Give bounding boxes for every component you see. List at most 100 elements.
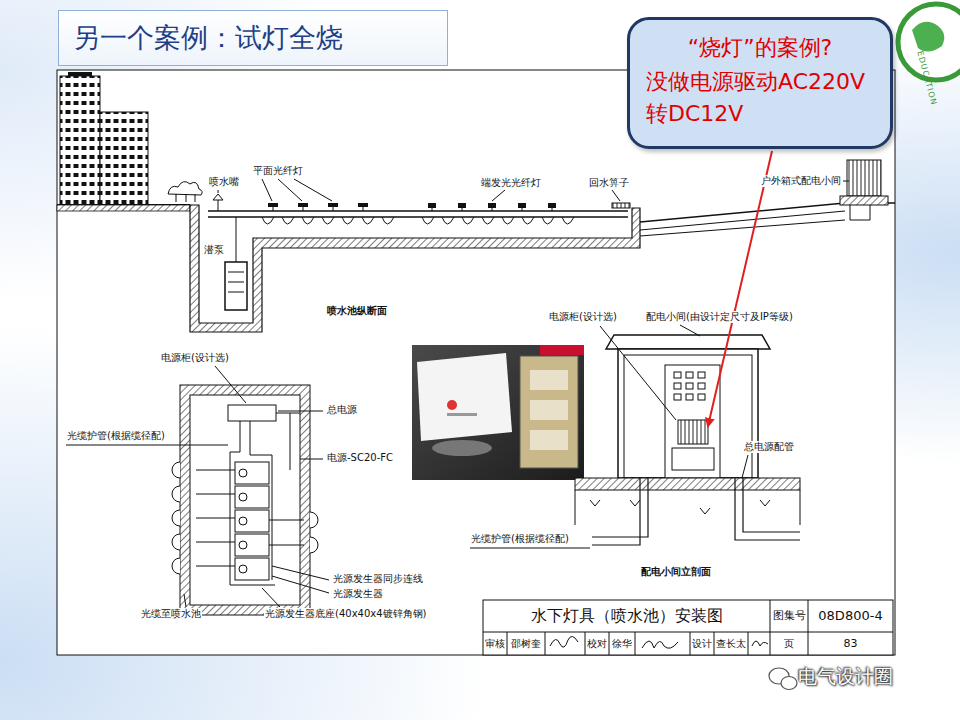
- power-cabinet-plan: [228, 405, 276, 421]
- product-photo: [412, 345, 584, 480]
- generator-ports: [239, 541, 247, 549]
- title-block: [483, 600, 893, 655]
- leader-line: [262, 179, 332, 201]
- leader-line: [492, 190, 505, 201]
- callout-box: “烧灯”的案例?没做电源驱动AC220V 转DC12V: [627, 17, 893, 149]
- drawing-label: 户外箱式配电小间: [760, 175, 842, 187]
- wechat-icon: [769, 668, 797, 690]
- drawing-label: 喷水嘴: [208, 176, 240, 188]
- logo: [912, 22, 944, 52]
- distribution-kiosk: [672, 448, 714, 470]
- distribution-kiosk: [686, 383, 693, 389]
- leader-line: [272, 576, 329, 593]
- fiber-lights: [428, 203, 436, 208]
- distribution-kiosk: [665, 365, 720, 478]
- leader-line: [184, 594, 186, 607]
- drawing-label: 电源柜(设计选): [160, 352, 230, 364]
- title-box: 另一个案例：试灯全烧: [58, 10, 448, 66]
- wechat-icon: [781, 677, 797, 690]
- leader-line: [612, 190, 620, 201]
- fiber-lights: [548, 203, 556, 208]
- callout-body: 没做电源驱动AC220V 转DC12V: [646, 66, 868, 130]
- fiber-lights: [268, 203, 278, 207]
- product-photo: [540, 345, 584, 355]
- product-photo: [530, 430, 568, 450]
- leader-line: [470, 548, 590, 549]
- leader-line: [742, 455, 748, 478]
- drawing-label: 喷水池纵断面: [326, 305, 388, 317]
- distribution-kiosk: [686, 372, 693, 378]
- light-generators: [235, 534, 269, 556]
- product-photo: [412, 345, 584, 480]
- title-block-cell: 邵树奎: [507, 632, 545, 655]
- building: [100, 112, 148, 205]
- product-photo: [520, 356, 578, 468]
- outdoor-box: [847, 160, 881, 196]
- sheet-frame: [57, 70, 895, 655]
- watermark: 电气设计圈: [798, 665, 893, 688]
- drawing-label: 总电源: [326, 404, 358, 416]
- pump: [225, 262, 247, 310]
- box-base: [840, 196, 888, 205]
- ground-slab: [57, 205, 190, 211]
- title-block: [483, 600, 893, 655]
- building: [60, 76, 100, 205]
- fiber-lights: [298, 203, 308, 207]
- callout-arrow: [708, 151, 772, 426]
- drawing-label: 光源发生器同步连线: [332, 573, 424, 585]
- pit-outer: [180, 385, 310, 615]
- fiber-lights: [358, 203, 368, 207]
- generator-ports: [239, 517, 247, 525]
- title-block-cell: 校对: [585, 632, 609, 655]
- building: [60, 72, 148, 205]
- distribution-kiosk: [674, 372, 705, 400]
- fiber-lights: [458, 203, 466, 208]
- title-block-cell: 审核: [483, 632, 507, 655]
- leader-line: [262, 588, 280, 607]
- title-block-cell: 查长太: [714, 632, 748, 655]
- product-photo: [432, 440, 492, 456]
- title-block-cell: 水下灯具（喷水池）安装图: [483, 600, 770, 632]
- ground-ramp: [640, 203, 895, 222]
- light-generators: [235, 462, 269, 580]
- product-photo: [530, 400, 568, 420]
- drawing-label: 回水箅子: [588, 177, 630, 189]
- title-block-cell: 图集号: [770, 600, 808, 632]
- drawing-label: 配电小间(由设计定尺寸及IP等级): [645, 311, 794, 323]
- ground-slab: [575, 478, 800, 490]
- leader-line: [272, 566, 329, 580]
- drawing-label: 平面光纤灯: [252, 165, 304, 177]
- light-generators: [235, 462, 269, 484]
- distribution-kiosk: [674, 372, 681, 378]
- power-wire: [276, 413, 300, 470]
- drawing-label: 光缆至喷水池: [140, 608, 202, 620]
- drawing-label: 光缆护管(根据缆径配): [470, 533, 570, 545]
- building: [68, 72, 92, 76]
- generator-ports: [239, 493, 247, 501]
- leader-line: [66, 445, 228, 446]
- product-photo: [530, 370, 568, 390]
- generator-ports: [239, 469, 247, 573]
- product-photo: [417, 353, 512, 441]
- title-block-cell: 83: [808, 632, 893, 655]
- generator-ports: [239, 565, 247, 573]
- drawing-label: 电源柜(设计选): [548, 311, 618, 323]
- distribution-kiosk: [674, 383, 681, 389]
- leader-line: [600, 326, 676, 420]
- light-generators: [235, 486, 269, 508]
- fiber-lights: [268, 203, 556, 208]
- distribution-kiosk: [698, 383, 705, 389]
- title-block-cell: 页: [770, 632, 808, 655]
- distribution-kiosk: [698, 372, 705, 378]
- product-photo: [447, 413, 477, 416]
- fiber-lights: [488, 203, 496, 208]
- fiber-cables: [196, 470, 304, 566]
- light-stems: [273, 207, 552, 211]
- pit-inner: [190, 395, 300, 605]
- product-photo: [447, 400, 457, 410]
- title-block: [483, 600, 893, 655]
- ground-ramp-lower: [640, 211, 845, 230]
- leader-line: [215, 366, 246, 403]
- signature: [550, 636, 578, 647]
- callout-heading: “烧灯”的案例?: [646, 32, 874, 64]
